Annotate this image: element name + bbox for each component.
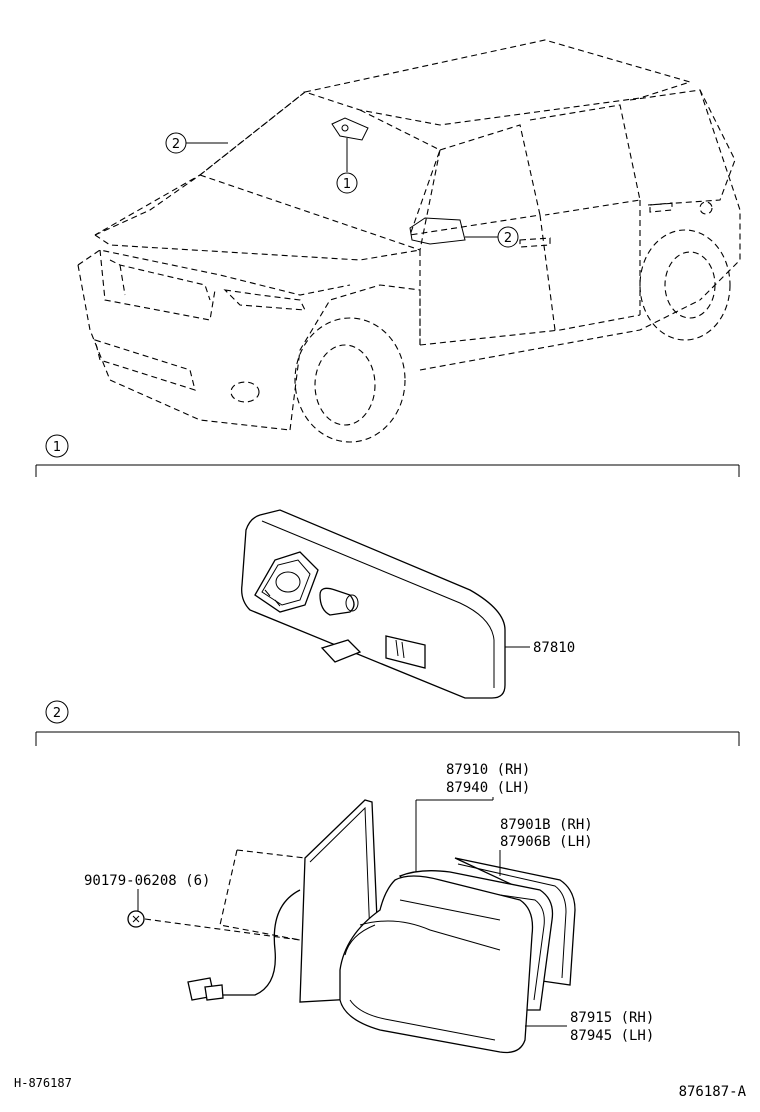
svg-text:87940 (LH): 87940 (LH) <box>446 780 530 796</box>
callout-1-inner[interactable]: 1 <box>336 138 358 194</box>
part-label-90179-06208[interactable]: 90179-06208 (6) <box>84 873 301 941</box>
svg-text:2: 2 <box>504 231 512 246</box>
car-illustration <box>77 39 741 443</box>
svg-text:1: 1 <box>343 177 351 192</box>
callout-2-right[interactable]: 2 <box>465 226 519 248</box>
part-label-87901b-87906b[interactable]: 87901B (RH) 87906B (LH) <box>499 817 593 876</box>
svg-text:87906B (LH): 87906B (LH) <box>500 834 593 850</box>
footer-right-code: 876187-A <box>679 1084 747 1100</box>
outer-mirror-drawing <box>187 799 576 1054</box>
svg-text:87810: 87810 <box>533 640 575 656</box>
section-1-header: 1 <box>35 434 740 477</box>
part-label-87910-87940[interactable]: 87910 (RH) 87940 (LH) <box>415 762 530 872</box>
svg-text:87945 (LH): 87945 (LH) <box>570 1028 654 1044</box>
svg-text:1: 1 <box>53 440 61 455</box>
inner-mirror-drawing <box>241 509 506 699</box>
footer-left-code: H-876187 <box>14 1076 72 1090</box>
svg-text:87910 (RH): 87910 (RH) <box>446 762 530 778</box>
part-label-87915-87945[interactable]: 87915 (RH) 87945 (LH) <box>525 1010 654 1044</box>
svg-text:87915 (RH): 87915 (RH) <box>570 1010 654 1026</box>
callout-2-left[interactable]: 2 <box>165 132 228 154</box>
svg-text:2: 2 <box>53 706 61 721</box>
svg-text:2: 2 <box>172 137 180 152</box>
svg-text:90179-06208 (6): 90179-06208 (6) <box>84 873 210 889</box>
part-label-87810[interactable]: 87810 <box>505 640 575 656</box>
section-2-header: 2 <box>35 700 740 746</box>
svg-text:87901B (RH): 87901B (RH) <box>500 817 593 833</box>
